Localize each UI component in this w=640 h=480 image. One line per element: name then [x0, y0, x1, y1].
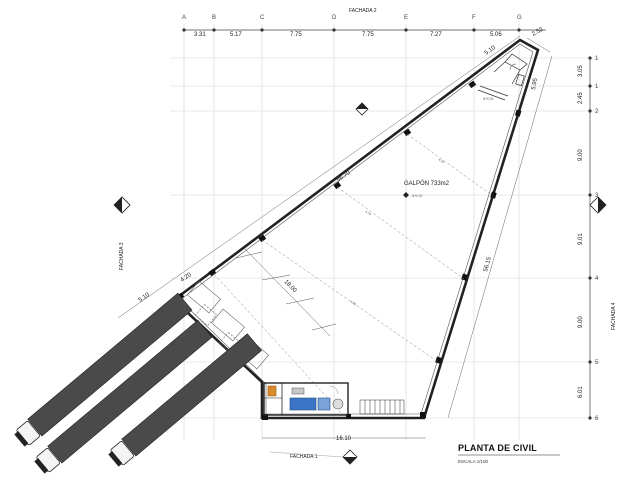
- elevation-marker-4: [589, 196, 607, 214]
- axis-number-6: 6: [595, 416, 599, 422]
- axis-number-2: 2: [595, 109, 599, 115]
- elevation-label-1: FACHADA 1: [290, 454, 318, 460]
- axis-letter-c: C: [260, 15, 265, 21]
- axis-number-5: 5: [595, 360, 599, 366]
- dim-left-small: 5.10: [138, 292, 152, 304]
- axis-spacing-r6: 6.01: [578, 386, 584, 398]
- axis-spacing-bc: 5.17: [230, 32, 242, 38]
- top-axis: A B C D E F G 3.31 5.17 7.75 7.75 7.27 5…: [182, 15, 546, 38]
- room-name-label: GALPÓN 733m2: [404, 180, 450, 187]
- level-marker: [403, 192, 409, 198]
- elevation-label-2: FACHADA 2: [349, 8, 377, 14]
- dim-hyp-left: 4.20: [180, 272, 194, 284]
- axis-letter-d: D: [332, 15, 337, 21]
- dim-right-top: 5.95: [531, 77, 539, 90]
- axis-spacing-r1: 3.05: [578, 65, 584, 77]
- axis-number-1b: 1: [595, 84, 599, 90]
- axis-number-4: 4: [595, 276, 599, 282]
- office-block: [263, 382, 349, 416]
- dim-inner-3: 4.70: [349, 300, 357, 307]
- dim-inner-1: 4.70: [437, 158, 445, 165]
- axis-letter-b: B: [212, 15, 216, 21]
- axis-number-1a: 1: [595, 56, 599, 62]
- room-level-label: N+0.00: [412, 194, 423, 198]
- axis-letter-a: A: [182, 15, 186, 21]
- axis-number-3: 3: [595, 193, 599, 199]
- interior-dashed-lines: [213, 133, 494, 419]
- bay-dimension-lines: [235, 247, 337, 337]
- axis-spacing-r4: 9.01: [578, 233, 584, 245]
- axis-spacing-cd: 7.75: [290, 32, 302, 38]
- truck-1: [14, 292, 193, 447]
- service-room-label: N+0.00: [483, 97, 494, 101]
- outer-dimension-lines: [117, 35, 553, 439]
- axis-letter-e: E: [404, 15, 408, 21]
- axis-spacing-r5: 9.00: [578, 316, 584, 328]
- dim-inner-2: 4.70: [364, 210, 372, 217]
- drawing-title: PLANTA DE CIVIL: [458, 443, 537, 453]
- dim-right-side: 56.15: [483, 256, 493, 273]
- dim-truck-depth: 18.00: [283, 279, 298, 294]
- axis-spacing-r3: 9.00: [578, 149, 584, 161]
- trucks: [14, 292, 262, 474]
- truck-3: [108, 333, 262, 467]
- drawing-scale: ESCALA 1/100: [458, 459, 489, 464]
- dim-top-a: 5.10: [484, 45, 498, 57]
- elevation-label-3: FACHADA 3: [119, 242, 125, 270]
- stairs: [359, 399, 405, 415]
- dim-bottom-width: 16.10: [336, 436, 352, 442]
- axis-letter-f: F: [472, 15, 476, 21]
- axis-letter-g: G: [517, 15, 522, 21]
- service-rooms: [477, 53, 528, 101]
- truck-2: [34, 319, 213, 474]
- axis-spacing-ef: 7.27: [430, 32, 442, 38]
- elevation-label-4: FACHADA 4: [611, 302, 617, 330]
- axis-spacing-de: 7.75: [362, 32, 374, 38]
- axis-spacing-fg: 5.06: [490, 32, 502, 38]
- elevation-marker-1: [342, 449, 358, 465]
- elevation-marker-2: [355, 102, 369, 116]
- axis-spacing-r2: 2.45: [578, 92, 584, 104]
- axis-spacing-g-end: 2.52: [531, 26, 545, 37]
- elevation-marker-3: [113, 196, 131, 214]
- right-axis: 1 1 2 3 4 5 6 3.05 2.45 9.00 9.01 9.00 6…: [578, 56, 599, 422]
- axis-spacing-ab: 3.31: [194, 32, 206, 38]
